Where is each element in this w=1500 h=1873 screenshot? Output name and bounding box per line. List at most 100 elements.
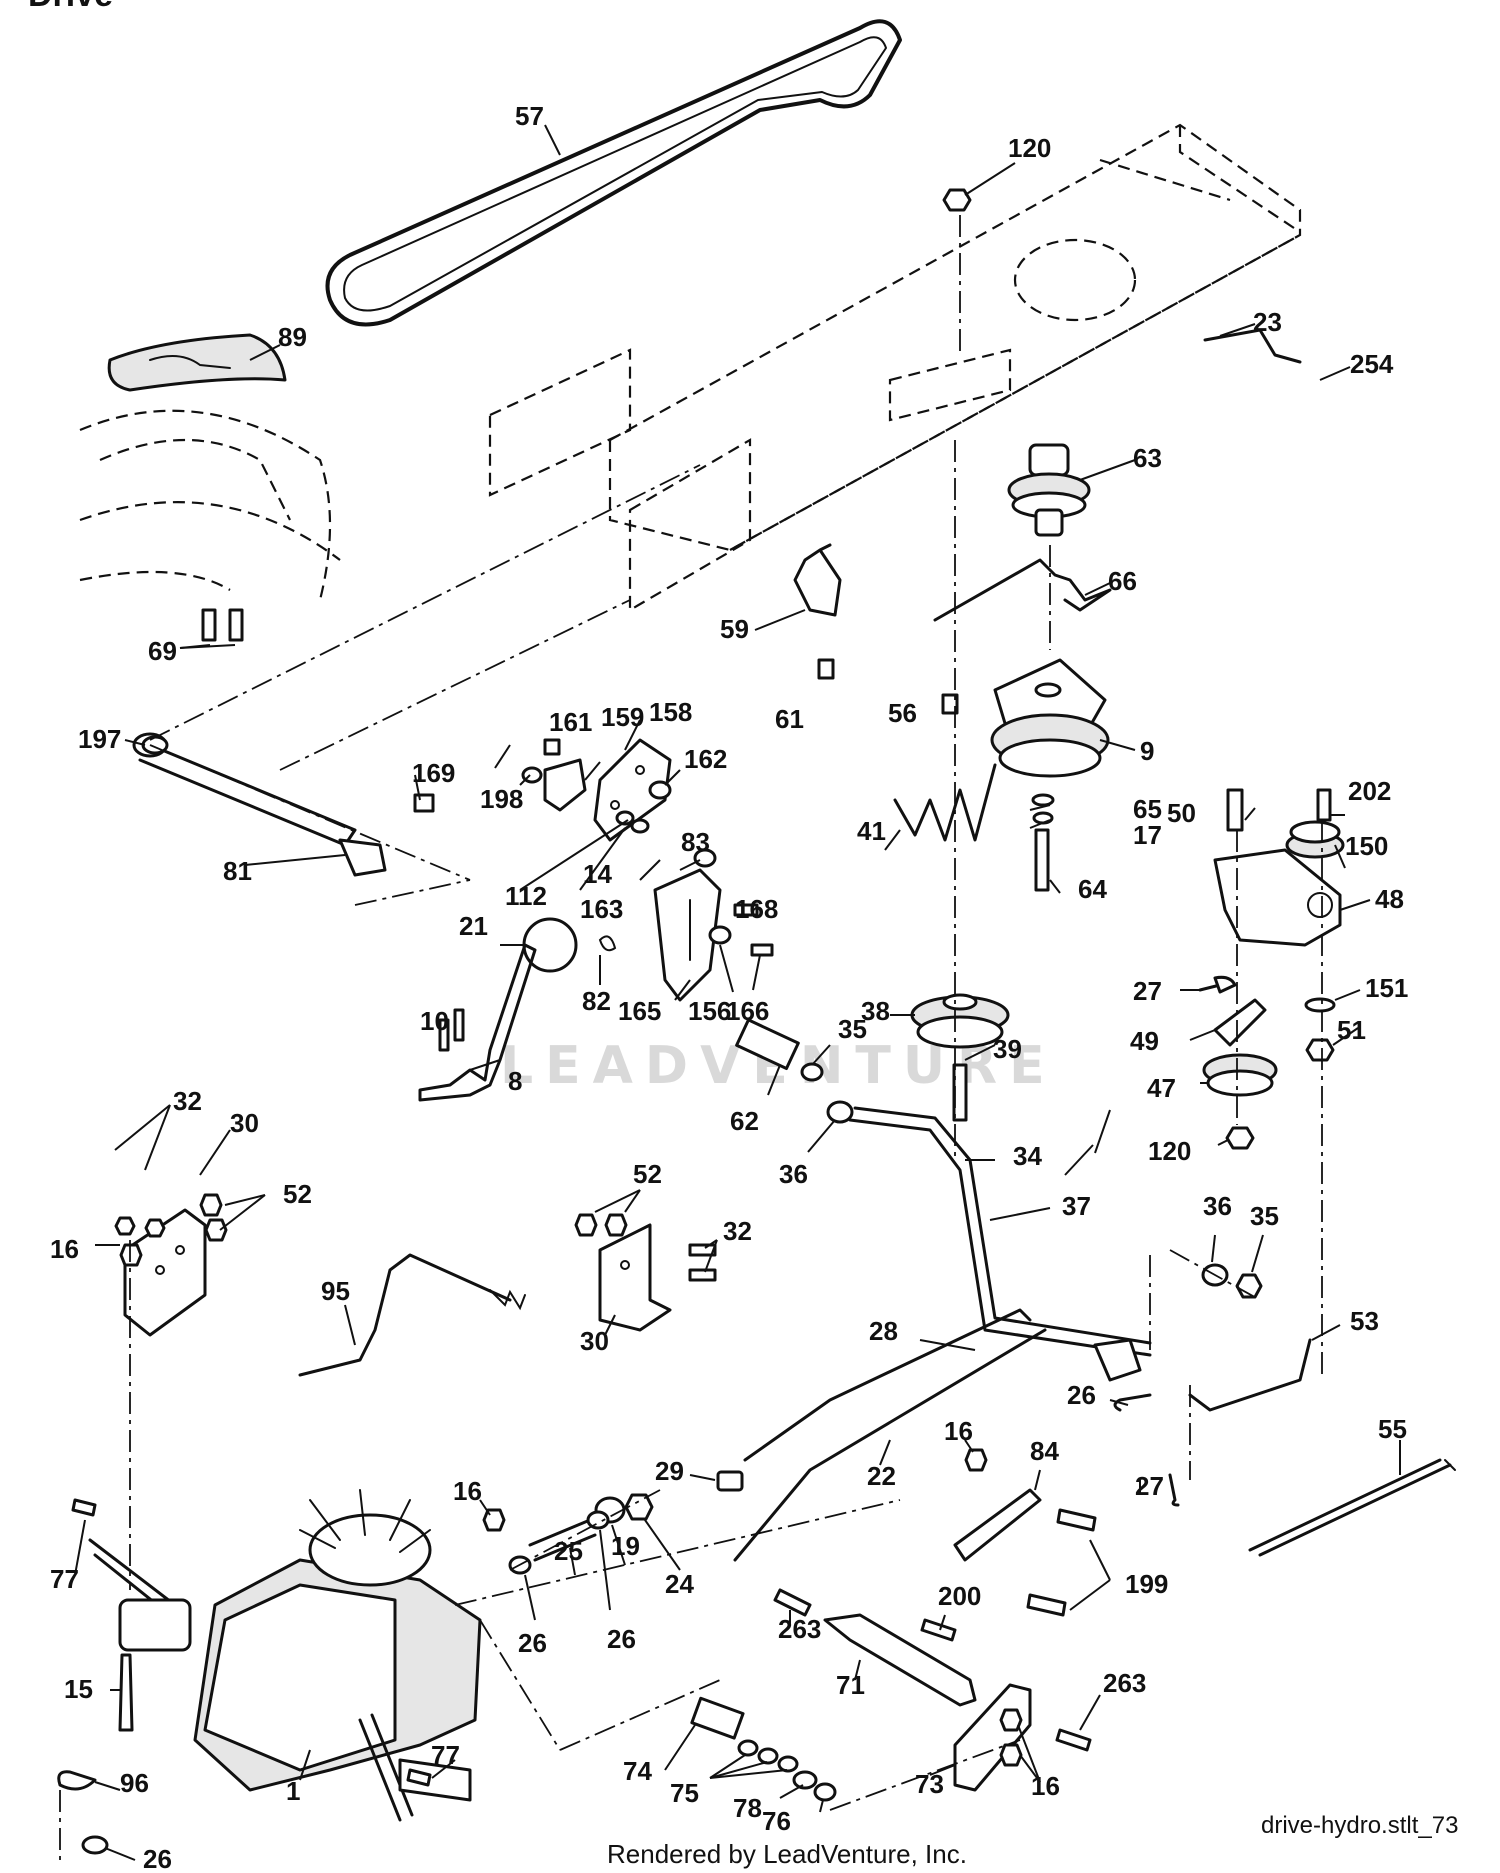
part-callout-9: 9	[1140, 736, 1154, 766]
part-callout-14: 14	[583, 859, 612, 889]
rod-22	[733, 1328, 1047, 1562]
part-callout-24: 24	[665, 1569, 694, 1599]
small-fasteners	[114, 608, 1237, 1767]
washer-26b	[586, 1510, 610, 1530]
part-callout-77: 77	[50, 1564, 79, 1594]
diagram-heading: Drive	[28, 0, 113, 14]
part-callout-95: 95	[321, 1276, 350, 1306]
lever-8	[418, 943, 537, 1102]
washer-75a	[737, 1739, 759, 1757]
part-callout-75: 75	[670, 1778, 699, 1808]
part-callout-16: 16	[944, 1416, 973, 1446]
spring-55	[1248, 1458, 1452, 1557]
part-callout-159: 159	[601, 702, 644, 732]
bracket-49	[1213, 998, 1267, 1047]
washer-36a	[826, 1100, 854, 1124]
clip-66	[933, 558, 1112, 622]
part-callout-166: 166	[726, 996, 769, 1026]
part-callout-27: 27	[1133, 976, 1162, 1006]
bracket-30-center	[598, 1223, 672, 1332]
shift-cover-89	[107, 333, 287, 392]
hydro-transaxle-1	[88, 1489, 482, 1822]
part-callout-73: 73	[915, 1769, 944, 1799]
part-callout-66: 66	[1108, 566, 1137, 596]
part-callout-32: 32	[173, 1086, 202, 1116]
part-callout-36: 36	[1203, 1191, 1232, 1221]
part-callout-64: 64	[1078, 874, 1107, 904]
part-callout-199: 199	[1125, 1569, 1168, 1599]
part-callout-35: 35	[1250, 1201, 1279, 1231]
part-callout-16: 16	[453, 1476, 482, 1506]
part-callout-161: 161	[549, 707, 592, 737]
part-callout-30: 30	[230, 1108, 259, 1138]
part-callout-21: 21	[459, 911, 488, 941]
part-callout-78: 78	[733, 1793, 762, 1823]
part-callout-158: 158	[649, 697, 692, 727]
part-callout-65: 65	[1133, 794, 1162, 824]
bolts-washers-center	[817, 188, 1055, 1122]
bracket-159	[543, 758, 587, 812]
part-callout-38: 38	[861, 996, 890, 1026]
part-callout-22: 22	[867, 1461, 896, 1491]
spring-grip-95	[489, 1289, 526, 1311]
bushing-62	[735, 1018, 800, 1071]
part-callout-26: 26	[518, 1628, 547, 1658]
part-callout-26: 26	[1067, 1380, 1096, 1410]
part-callout-74: 74	[623, 1756, 652, 1786]
spring-25	[528, 1518, 597, 1562]
clip-23	[1203, 328, 1302, 364]
part-callout-200: 200	[938, 1581, 981, 1611]
part-callout-163: 163	[580, 894, 623, 924]
nut-120b	[1225, 1126, 1255, 1150]
part-callout-83: 83	[681, 827, 710, 857]
clip-41	[893, 763, 997, 842]
part-callout-26: 26	[143, 1844, 172, 1873]
leader-lines	[74, 124, 1401, 1861]
nut-51	[1305, 1038, 1335, 1062]
washer-26c	[81, 1835, 109, 1855]
washer-151	[1304, 997, 1336, 1013]
washer-35a	[800, 1062, 824, 1082]
part-callout-82: 82	[582, 986, 611, 1016]
belt-57	[325, 19, 902, 327]
nut-24	[624, 1493, 654, 1521]
assembly-centerlines	[59, 215, 1323, 1860]
part-callout-151: 151	[1365, 973, 1408, 1003]
part-callout-15: 15	[64, 1674, 93, 1704]
part-callout-81: 81	[223, 856, 252, 886]
part-callout-165: 165	[618, 996, 661, 1026]
part-callout-25: 25	[554, 1536, 583, 1566]
part-callout-120: 120	[1148, 1136, 1191, 1166]
part-callout-168: 168	[735, 894, 778, 924]
part-callout-52: 52	[633, 1159, 662, 1189]
part-callout-57: 57	[515, 101, 544, 131]
part-callout-71: 71	[836, 1670, 865, 1700]
part-callout-84: 84	[1030, 1436, 1059, 1466]
link-84	[953, 1488, 1042, 1562]
part-callout-29: 29	[655, 1456, 684, 1486]
rod-95	[298, 1253, 512, 1377]
chassis-frame	[79, 123, 1302, 612]
part-callout-32: 32	[723, 1216, 752, 1246]
pulley-63	[1007, 443, 1091, 537]
part-callout-52: 52	[283, 1179, 312, 1209]
part-callout-47: 47	[1147, 1073, 1176, 1103]
part-callout-34: 34	[1013, 1141, 1042, 1171]
part-callout-56: 56	[888, 698, 917, 728]
electric-clutch-9	[990, 658, 1110, 778]
part-callout-61: 61	[775, 704, 804, 734]
part-callout-16: 16	[50, 1234, 79, 1264]
part-callout-1: 1	[286, 1776, 300, 1806]
rod-53	[1188, 1338, 1312, 1412]
part-callout-53: 53	[1350, 1306, 1379, 1336]
part-callout-28: 28	[869, 1316, 898, 1346]
footer-credit: Rendered by LeadVenture, Inc.	[607, 1839, 967, 1869]
part-callout-35: 35	[838, 1014, 867, 1044]
key-77b	[406, 1768, 432, 1787]
part-callout-37: 37	[1062, 1191, 1091, 1221]
bolt-199b	[1026, 1593, 1067, 1617]
bracket-165	[653, 868, 722, 1002]
bolt-200	[920, 1618, 957, 1642]
